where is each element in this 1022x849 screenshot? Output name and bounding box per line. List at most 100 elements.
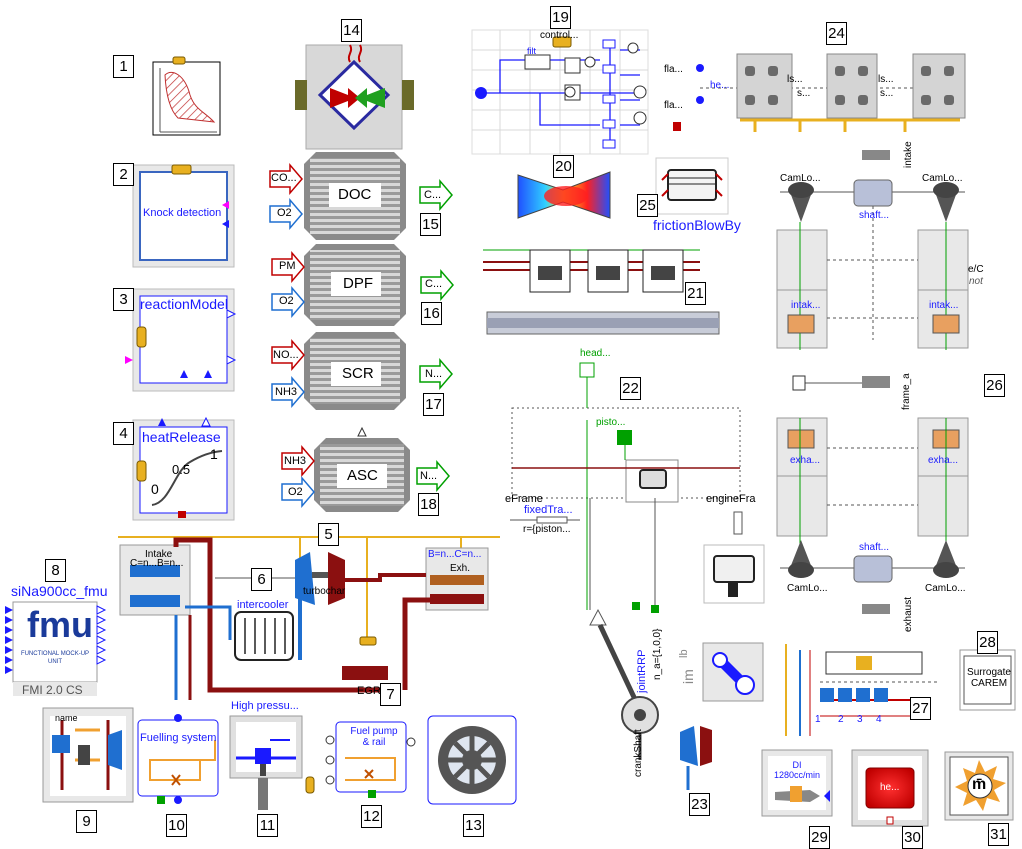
asc-catalyst[interactable]: [314, 426, 410, 512]
reaction-model-label: reactionModel: [140, 296, 228, 312]
mass-flow-icon[interactable]: [944, 751, 1014, 821]
label-27: 27: [910, 697, 931, 720]
intake-valve-1-label: intak...: [791, 300, 821, 311]
cam-lobe-label-2: CamLo...: [922, 173, 963, 184]
cylinder-number-4: 4: [876, 714, 882, 725]
cylinder-number-1: 1: [815, 714, 821, 725]
asc-input-nh3: NH3: [284, 455, 307, 467]
doc-output: C...: [424, 189, 442, 201]
air-path-system[interactable]: [118, 536, 500, 700]
exhaust-ports-label: B=n...C=n...: [428, 549, 482, 560]
scr-input-nh3: NH3: [275, 386, 298, 398]
heater-block[interactable]: [851, 749, 929, 827]
control-block-diagram[interactable]: [471, 29, 649, 155]
exhaust-valve-label: exhaust: [903, 596, 914, 632]
cylinder-mechanics-diagram[interactable]: [510, 362, 765, 760]
label-22: 22: [620, 377, 641, 400]
three-cylinder-row[interactable]: [483, 249, 720, 335]
nozzle-heatmap-icon[interactable]: [517, 171, 611, 219]
doc-label: DOC: [338, 186, 372, 203]
label-24: 24: [826, 22, 847, 45]
fmu-logo-word: fmu: [27, 604, 93, 645]
catalyst-ports: [269, 162, 454, 509]
filter-label: filt: [527, 46, 536, 56]
label-16: 16: [421, 302, 442, 325]
label-4: 4: [113, 422, 134, 445]
surrogate-carem-block[interactable]: [959, 649, 1016, 711]
label-12: 12: [361, 805, 382, 828]
knock-detection-block[interactable]: [132, 164, 235, 268]
exhaust-valve-1-label: exha...: [790, 455, 821, 466]
surrogate-carem-label: Surrogate CAREM: [967, 667, 1011, 689]
engine-system-name: name: [55, 713, 78, 723]
knock-detection-label: Knock detection: [143, 207, 222, 219]
label-19: 19: [550, 6, 571, 29]
fuel-pump-rail-label: Fuel pump & rail: [350, 726, 398, 748]
valve-ls-label-2: ls...: [878, 74, 894, 85]
fuel-pump-rail-block[interactable]: [325, 721, 416, 798]
dpf-filter[interactable]: [304, 244, 406, 326]
friction-blowby-label: frictionBlowBy: [653, 217, 741, 233]
piston-label: pisto...: [596, 417, 626, 428]
engine-frame-label: engineFra: [706, 493, 756, 505]
scr-label: SCR: [342, 365, 374, 382]
di-injector-block[interactable]: [761, 749, 833, 817]
exhaust-label: Exh.: [450, 563, 471, 574]
label-18: 18: [418, 493, 439, 516]
egr-label: EGR: [357, 685, 381, 697]
engine-system-icon[interactable]: [42, 707, 134, 803]
label-9: 9: [76, 810, 97, 833]
exhaust-valve-2-label: exha...: [928, 455, 959, 466]
heater-label: he...: [880, 782, 900, 793]
label-6: 6: [251, 568, 272, 591]
pv-diagram-icon[interactable]: [152, 56, 221, 136]
camshaft-valve-assembly[interactable]: [776, 150, 969, 614]
label-17: 17: [423, 393, 444, 416]
label-20: 20: [553, 155, 574, 178]
doc-input-co: CO...: [271, 172, 297, 184]
intake-valve-2-label: intak...: [929, 300, 959, 311]
label-21: 21: [685, 282, 706, 305]
dpf-input-o2: O2: [279, 295, 294, 307]
fuelling-system-block[interactable]: [137, 714, 219, 804]
scr-input-no: NO...: [273, 349, 299, 361]
fuelling-system-label: Fuelling system: [140, 732, 217, 744]
label-11: 11: [257, 814, 278, 837]
label-28: 28: [977, 631, 998, 654]
joint-axis-label: n_a={1,0,0}: [652, 628, 663, 680]
reaction-model-block[interactable]: [125, 288, 237, 392]
control-label: control...: [540, 30, 579, 41]
doc-catalyst[interactable]: [304, 152, 406, 240]
high-pressure-pump[interactable]: [229, 715, 315, 810]
injector-bank[interactable]: [778, 640, 938, 736]
lb-label: lb: [678, 649, 690, 658]
intake-ports-label: C=n...B=n...: [130, 558, 184, 569]
crankshaft-label: crankShaft: [633, 729, 644, 777]
scr-catalyst[interactable]: [304, 332, 406, 410]
scr-output: N...: [425, 368, 443, 380]
fixed-translation-label: fixedTra...: [524, 504, 573, 516]
label-3: 3: [113, 288, 134, 311]
injector-wheel-icon[interactable]: [427, 715, 517, 805]
label-10: 10: [166, 814, 187, 837]
heat-release-block[interactable]: [132, 416, 235, 521]
intercooler-label: intercooler: [237, 599, 289, 611]
ec-label: e/C: [968, 264, 984, 275]
joint-rrp-label: jointRRP: [636, 649, 648, 693]
cam-lobe-label-4: CamLo...: [925, 583, 966, 594]
asc-output: N...: [420, 470, 438, 482]
label-15: 15: [420, 213, 441, 236]
intake-label: Intake: [145, 549, 173, 560]
valve-s-label-2: s...: [880, 88, 894, 99]
asc-input-o2: O2: [288, 486, 303, 498]
valvetrain-array[interactable]: [673, 42, 970, 132]
fmu-block[interactable]: [5, 601, 107, 696]
intake-valve-label: intake: [903, 141, 914, 168]
heat-exchanger-icon[interactable]: [295, 44, 414, 150]
turbo-icon[interactable]: [680, 726, 712, 790]
asc-label: ASC: [347, 467, 378, 484]
not-label: not: [969, 276, 983, 287]
fmu-subtitle: FUNCTIONAL MOCK-UP UNIT: [20, 651, 90, 665]
friction-blowby-piston[interactable]: [655, 157, 729, 215]
flange-label-2: fla...: [664, 100, 683, 111]
